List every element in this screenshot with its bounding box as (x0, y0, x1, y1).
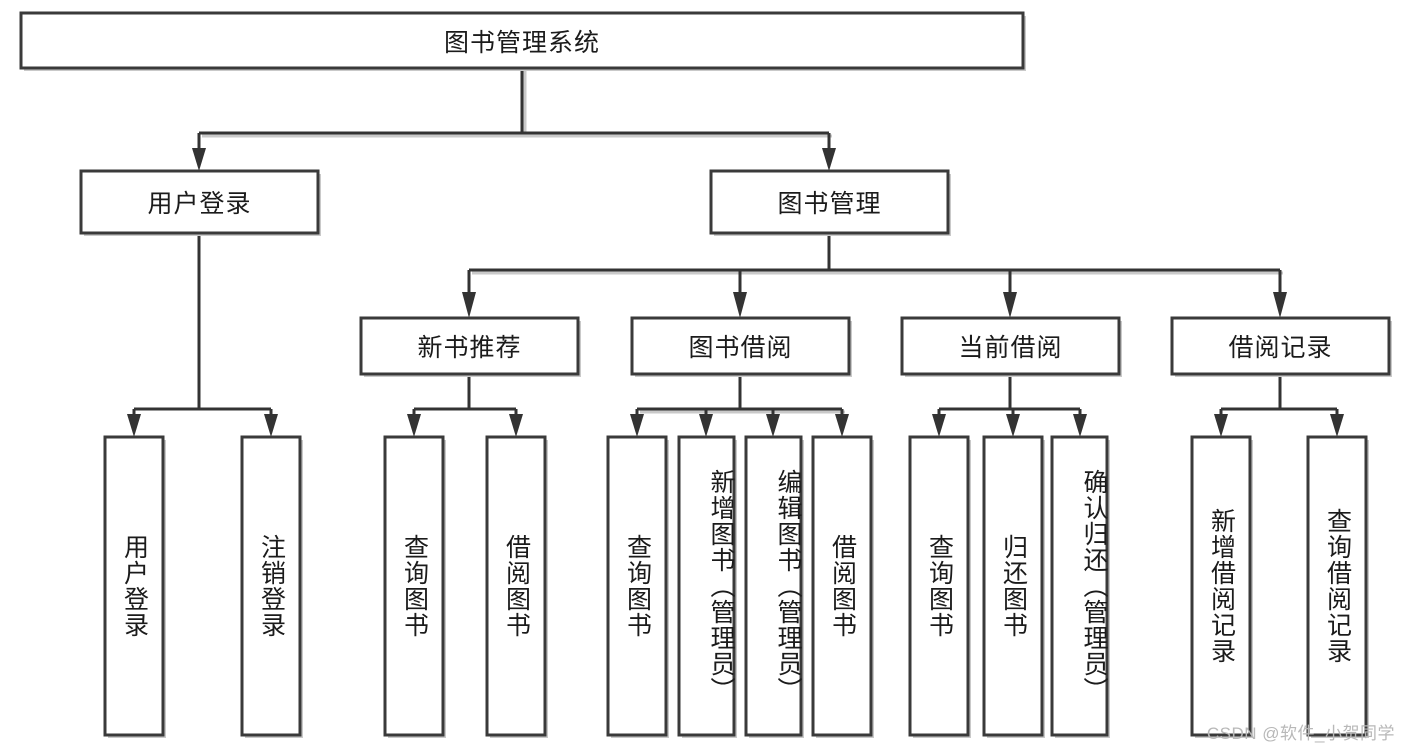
node-leaf-borrow-book-2[interactable] (811, 435, 873, 737)
arrowhead-leaf-query-book-1 (407, 414, 421, 437)
arrowhead-leaf-user-login (127, 414, 141, 437)
node-leaf-add-book[interactable] (677, 435, 736, 737)
arrowhead-current-borrow (1003, 292, 1017, 318)
arrowhead-leaf-query-book-2 (630, 414, 644, 437)
arrowhead-book-borrow (733, 292, 747, 318)
arrowhead-leaf-borrow-book-2 (835, 414, 849, 437)
arrowhead-leaf-query-book-3 (932, 414, 946, 437)
arrowhead-leaf-edit-book (766, 414, 780, 437)
node-leaf-return-book[interactable] (982, 435, 1044, 737)
node-book-manage[interactable] (709, 169, 950, 235)
arrowhead-user-login (192, 148, 206, 171)
node-new-book-recommend[interactable] (359, 316, 580, 376)
arrowhead-leaf-logout (264, 414, 278, 437)
arrowhead-leaf-return-book (1006, 414, 1020, 437)
node-leaf-query-book-2[interactable] (606, 435, 668, 737)
node-leaf-confirm-return[interactable] (1050, 435, 1109, 737)
arrowhead-new-book-recommend (462, 292, 476, 318)
node-leaf-query-book-1[interactable] (383, 435, 445, 737)
connector-layer (127, 68, 1344, 437)
arrowhead-leaf-add-record (1214, 414, 1228, 437)
node-leaf-query-record[interactable] (1306, 435, 1368, 737)
arrowhead-leaf-query-record (1330, 414, 1344, 437)
arrowhead-leaf-confirm-return (1073, 414, 1087, 437)
node-leaf-borrow-book-1[interactable] (485, 435, 547, 737)
arrowhead-leaf-borrow-book-1 (509, 414, 523, 437)
node-leaf-logout[interactable] (240, 435, 302, 737)
box-layer (19, 11, 1392, 738)
node-leaf-user-login[interactable] (103, 435, 165, 737)
arrowhead-borrow-record (1273, 292, 1287, 318)
arrowhead-leaf-add-book (699, 414, 713, 437)
node-leaf-edit-book[interactable] (744, 435, 803, 737)
node-leaf-query-book-3[interactable] (908, 435, 970, 737)
node-leaf-add-record[interactable] (1190, 435, 1252, 737)
node-user-login[interactable] (79, 169, 320, 235)
arrowhead-book-manage (822, 148, 836, 171)
node-borrow-record[interactable] (1170, 316, 1391, 376)
node-root[interactable] (19, 11, 1025, 70)
node-book-borrow[interactable] (630, 316, 851, 376)
node-current-borrow[interactable] (900, 316, 1121, 376)
